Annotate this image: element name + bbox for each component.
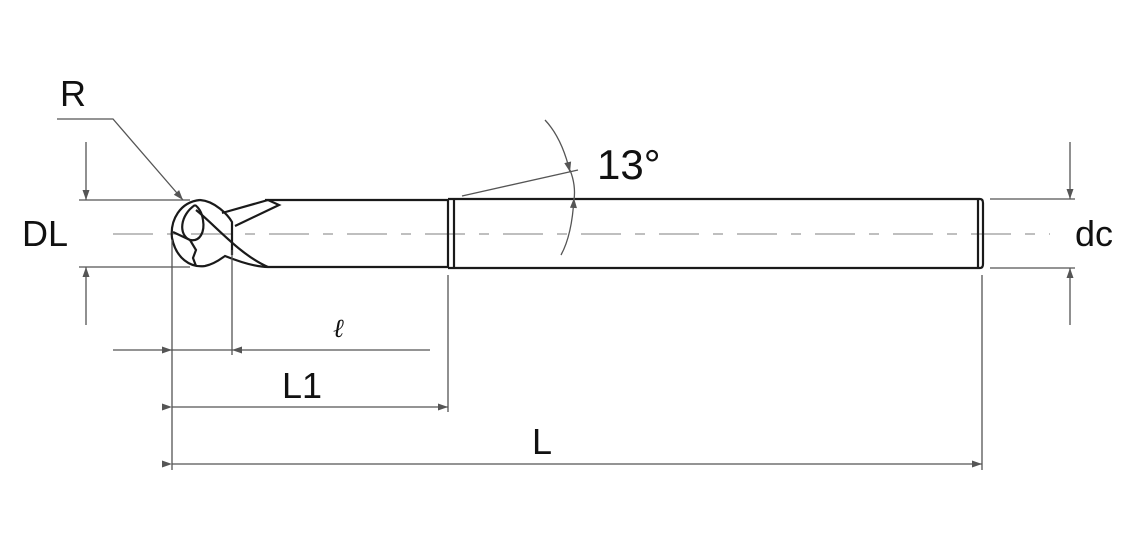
helix-angle-label: 13° (597, 141, 661, 188)
radius-label: R (60, 73, 86, 114)
shank-diameter-label: dc (1075, 213, 1114, 254)
radius-leader (57, 118, 184, 201)
dimension-lines (57, 118, 1074, 468)
neck-diameter-label: DL (22, 213, 69, 254)
flute-length-label: ℓ (333, 314, 344, 343)
overall-length-label: L (532, 421, 553, 462)
tool-body (170, 197, 985, 270)
helix-angle-arc-bottom (560, 197, 577, 256)
helix-reference-line (461, 169, 579, 197)
extension-lines (79, 198, 1075, 470)
neck-length-label: L1 (282, 365, 323, 406)
helix-angle-arc-top (544, 119, 572, 173)
